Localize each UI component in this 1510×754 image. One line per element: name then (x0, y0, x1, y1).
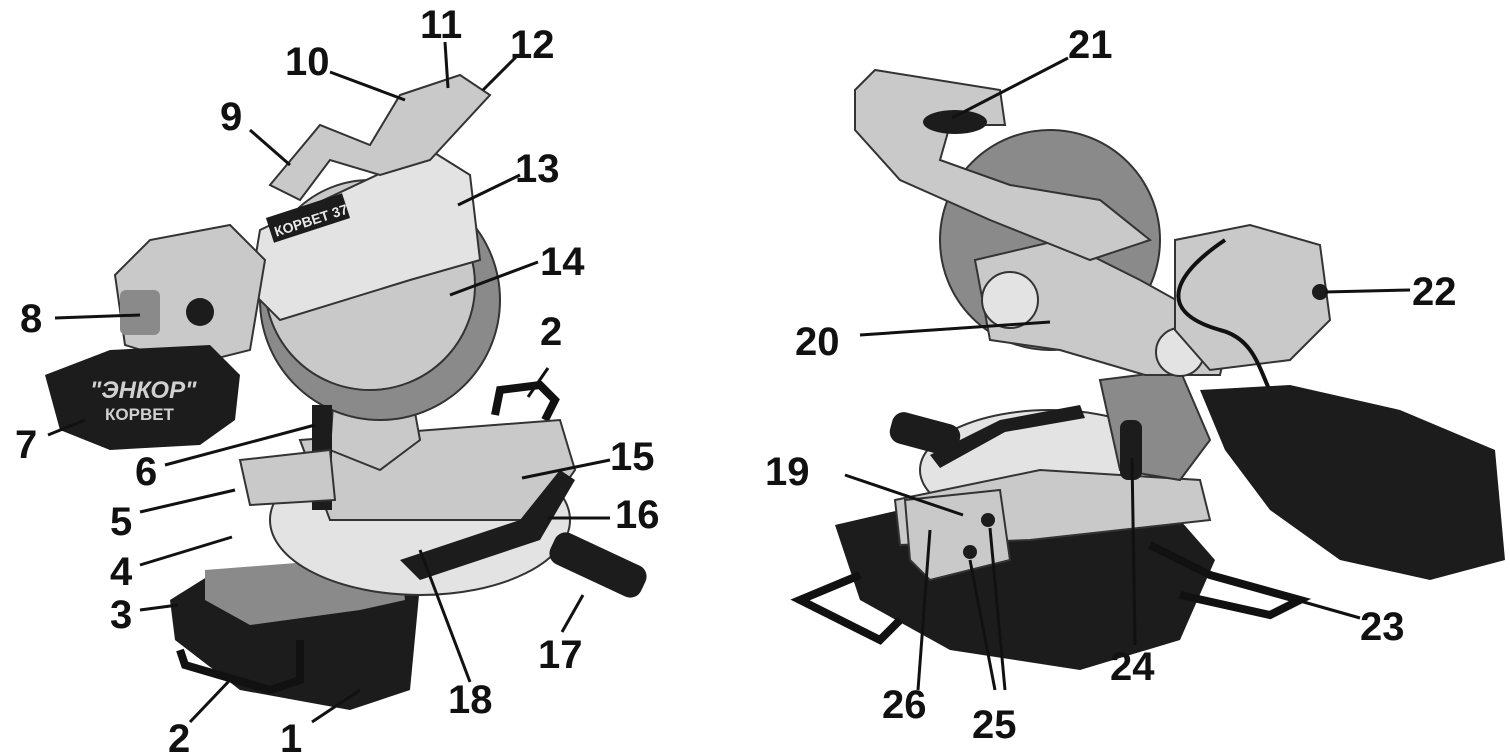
left-saw-scale (400, 470, 575, 580)
right-saw-front-handle (790, 571, 903, 645)
leader-21 (951, 56, 1069, 120)
callout-3: 3 (110, 593, 132, 637)
leader-2-top (526, 367, 550, 398)
callout-21: 21 (1068, 23, 1113, 67)
callout-24: 24 (1110, 645, 1155, 689)
right-saw-bevel-block (903, 488, 1012, 582)
callout-16: 16 (615, 493, 660, 537)
left-saw-front-handle (176, 640, 304, 695)
callout-6: 6 (135, 450, 157, 494)
leader-20 (859, 320, 1051, 337)
right-saw-pulley-1 (981, 271, 1039, 329)
leader-2-bottom (188, 678, 232, 724)
leader-17 (560, 594, 585, 633)
leader-1 (311, 688, 361, 724)
callout-22: 22 (1412, 270, 1457, 314)
right-saw-bevel-screw-2 (981, 513, 995, 527)
callout-20: 20 (795, 320, 840, 364)
leader-18 (418, 549, 472, 683)
leader-23 (1271, 591, 1361, 620)
callout-4: 4 (110, 550, 133, 594)
left-saw-dust-bag (45, 345, 240, 450)
right-saw-cable (1176, 238, 1282, 412)
left-saw-top-handle (268, 73, 492, 202)
callout-15: 15 (610, 435, 655, 479)
left-saw-lock-handle (549, 532, 647, 598)
leader-15 (521, 458, 611, 480)
callout-25: 25 (972, 703, 1017, 747)
leader-19 (844, 473, 964, 517)
callout-11: 11 (420, 3, 462, 47)
callout-12: 12 (510, 23, 555, 67)
leader-25b (988, 527, 1007, 691)
callout-23: 23 (1360, 605, 1405, 649)
leader-10 (329, 70, 406, 102)
callout-9: 9 (220, 95, 242, 139)
callout-2-bottom: 2 (168, 717, 190, 754)
leader-13 (457, 173, 521, 207)
left-saw-head-label (265, 193, 351, 243)
left-saw-side-handle (491, 380, 560, 422)
leader-7 (47, 418, 86, 437)
callout-26: 26 (882, 683, 927, 727)
right-saw-illustration (790, 68, 1505, 670)
callout-7: 7 (15, 423, 37, 467)
leader-5 (139, 488, 236, 514)
right-saw-bevel-knob (1120, 420, 1142, 480)
leader-26 (916, 529, 932, 691)
left-saw-motor-cap (186, 298, 214, 326)
left-saw-clamp-arm (238, 448, 337, 507)
left-saw-bag-brand-1: "ЭНКОР" (90, 377, 197, 404)
right-saw-bevel-screw-1 (963, 545, 977, 559)
left-saw-illustration: КОРВЕТ 37 "ЭНКОР" КОРВЕТ (45, 73, 647, 710)
callout-1: 1 (280, 717, 302, 754)
leader-8 (54, 313, 141, 320)
callout-18: 18 (448, 678, 493, 722)
leader-12 (481, 53, 520, 92)
leader-14 (449, 260, 539, 297)
leader-6 (164, 423, 316, 467)
leader-25a (968, 559, 997, 691)
callout-19: 19 (765, 450, 810, 494)
callout-17: 17 (538, 633, 583, 677)
right-saw-motor-cap (1312, 284, 1328, 300)
callout-8: 8 (20, 297, 42, 341)
leader-4 (139, 535, 233, 567)
callout-13: 13 (515, 147, 560, 191)
right-saw-lock-knob (889, 412, 961, 456)
right-saw-scale (930, 405, 1085, 468)
leader-lines (47, 41, 1411, 724)
left-saw-bag-brand-2: КОРВЕТ (105, 405, 175, 424)
leader-11 (443, 41, 450, 89)
right-saw-dust-bag (1200, 385, 1505, 580)
leader-9 (249, 128, 291, 167)
callout-14: 14 (540, 240, 585, 284)
callout-10: 10 (285, 40, 330, 84)
right-saw-motor (1174, 223, 1332, 372)
left-saw-motor-vents (120, 290, 160, 335)
leader-3 (139, 603, 179, 612)
callout-5: 5 (110, 500, 132, 544)
leader-22 (1324, 288, 1411, 294)
leader-24 (1130, 457, 1137, 646)
callout-labels: 1 2 2 3 4 5 6 7 8 9 10 11 12 13 14 15 16… (15, 3, 1457, 754)
callout-2-top: 2 (540, 310, 562, 354)
right-saw-handle-grip (923, 110, 987, 134)
